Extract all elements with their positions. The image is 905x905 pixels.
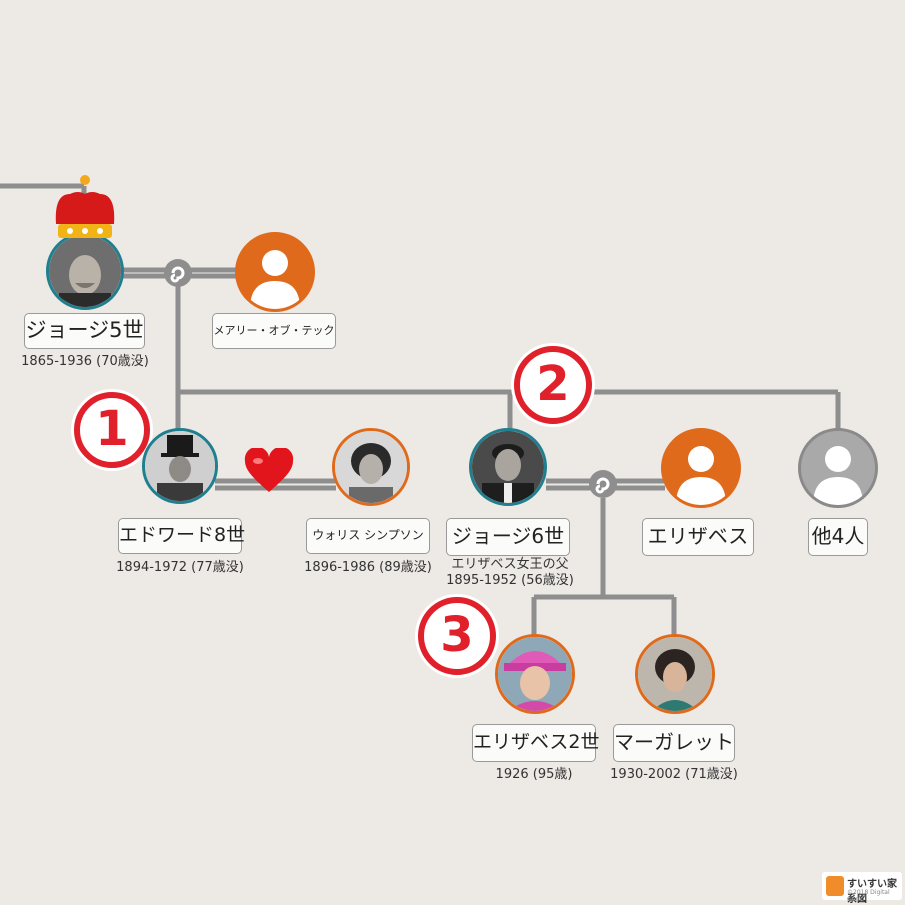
mary-placeholder-avatar[interactable] bbox=[235, 232, 315, 312]
edward8-name: エドワード8世 bbox=[119, 524, 246, 546]
margaret-label[interactable]: マーガレット bbox=[613, 724, 735, 762]
george5-photo[interactable] bbox=[46, 232, 124, 310]
margaret-name: マーガレット bbox=[614, 730, 734, 754]
george6-dates: 1895-1952 (56歳没) bbox=[446, 573, 574, 588]
george6-photo[interactable] bbox=[469, 428, 547, 506]
wallis-dates: 1896-1986 (89歳没) bbox=[304, 560, 432, 575]
logo-copyright: ©2018 Digital Genic bbox=[847, 889, 890, 903]
elizabeth2-label[interactable]: エリザベス2世 bbox=[472, 724, 600, 762]
george5-label[interactable]: ジョージ5世 bbox=[24, 313, 145, 349]
george6-label[interactable]: ジョージ6世 bbox=[446, 518, 570, 556]
george5-dates: 1865-1936 (70歳没) bbox=[21, 354, 149, 369]
others-placeholder-avatar[interactable] bbox=[798, 428, 878, 508]
marriage-knot-icon bbox=[164, 259, 192, 287]
edward8-label[interactable]: エドワード8世 bbox=[118, 518, 246, 554]
badge-3: 3 bbox=[418, 597, 496, 675]
crown-icon bbox=[50, 172, 120, 254]
logo-text: すいすい家系図 bbox=[847, 879, 897, 905]
others-label[interactable]: 他4人 bbox=[808, 518, 868, 556]
others-name: 他4人 bbox=[811, 524, 865, 548]
george6-name: ジョージ6世 bbox=[451, 524, 565, 548]
george5-name: ジョージ5世 bbox=[25, 318, 144, 342]
elizabeth2-dates: 1926 (95歳) bbox=[495, 767, 573, 782]
badge-1: 1 bbox=[74, 392, 150, 468]
wallis-label[interactable]: ウォリス シンプソン bbox=[306, 518, 430, 554]
edward8-dates: 1894-1972 (77歳没) bbox=[116, 560, 244, 575]
elizabeth2-photo[interactable] bbox=[495, 634, 575, 714]
margaret-dates: 1930-2002 (71歳没) bbox=[610, 767, 738, 782]
elizabeth-mother-name: エリザベス bbox=[647, 524, 749, 548]
mary-name: メアリー・オブ・テック bbox=[213, 324, 335, 337]
mary-label[interactable]: メアリー・オブ・テック bbox=[212, 313, 336, 349]
george6-note: エリザベス女王の父 bbox=[451, 557, 569, 572]
badge-2: 2 bbox=[514, 346, 592, 424]
elizabeth-mother-label[interactable]: エリザベス bbox=[642, 518, 754, 556]
margaret-photo[interactable] bbox=[635, 634, 715, 714]
marriage-knot-icon bbox=[589, 470, 617, 498]
edward8-photo[interactable] bbox=[142, 428, 218, 504]
logo-mark-icon bbox=[826, 876, 844, 896]
wallis-photo[interactable] bbox=[332, 428, 410, 506]
app-logo: すいすい家系図 ©2018 Digital Genic bbox=[822, 872, 902, 905]
heart-icon bbox=[243, 446, 295, 498]
wallis-name: ウォリス シンプソン bbox=[312, 528, 424, 542]
elizabeth-mother-placeholder-avatar[interactable] bbox=[661, 428, 741, 508]
elizabeth2-name: エリザベス2世 bbox=[473, 731, 600, 753]
